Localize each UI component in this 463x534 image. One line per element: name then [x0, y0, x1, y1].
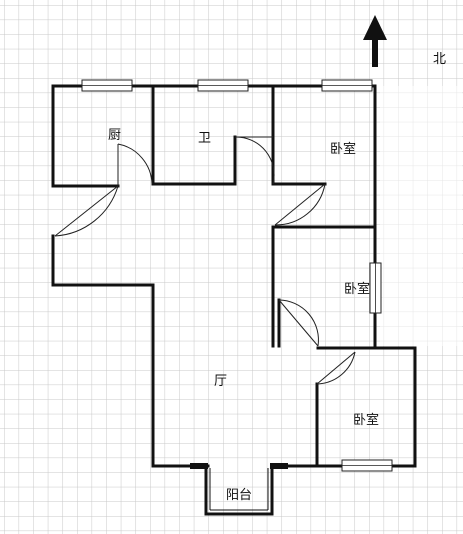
door-entry [54, 185, 119, 237]
room-label-bedroom-mid: 卧室 [344, 281, 370, 297]
doors [54, 136, 356, 385]
room-label-bedroom-top: 卧室 [330, 141, 356, 157]
exterior-blank-right [380, 86, 462, 346]
door-bedroom-top [274, 183, 326, 226]
door-bathroom [234, 136, 275, 185]
room-label-living: 厅 [214, 374, 227, 389]
room-label-balcony: 阳台 [226, 488, 252, 503]
window-bathroom [197, 79, 249, 92]
walls [51, 84, 417, 516]
room-label-bathroom: 卫 [198, 131, 211, 146]
door-bedroom-mid [278, 299, 319, 347]
door-kitchen [117, 143, 153, 186]
window-bedroom-top [321, 79, 373, 92]
door-bedroom-bottom [316, 351, 356, 385]
north-label: 北 [433, 52, 446, 67]
window-bedroom-bottom [341, 459, 393, 472]
north-arrow-icon [363, 15, 387, 67]
windows [81, 79, 393, 472]
room-label-kitchen: 厨 [108, 128, 121, 143]
window-bedroom-mid [369, 262, 382, 314]
room-label-bedroom-bottom: 卧室 [353, 412, 379, 428]
window-kitchen [81, 79, 133, 92]
